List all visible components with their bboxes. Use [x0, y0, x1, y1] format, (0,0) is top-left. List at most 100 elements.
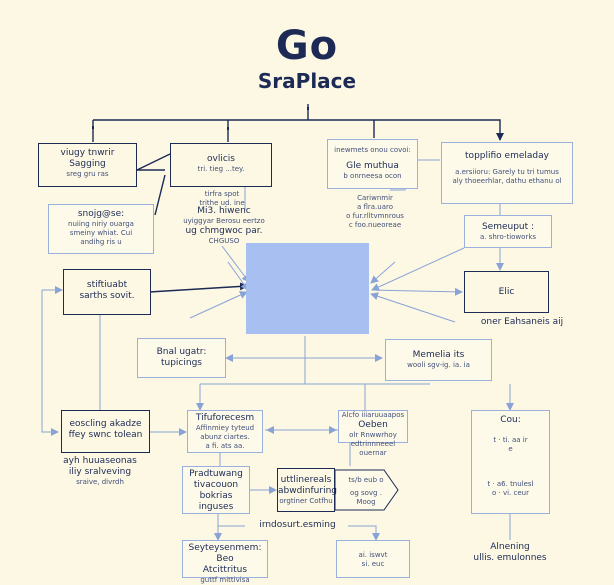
node-text: tivacouon	[193, 480, 239, 490]
node-text: Atcittritus	[202, 565, 248, 575]
node-stiftiuabt[interactable]: stiftiuabt sarths sovit.	[63, 269, 151, 315]
node-tsb-eub: ts/b eub o og sovg . Moog	[340, 476, 392, 507]
node-text: abunz ciartes.	[200, 433, 250, 441]
node-ayh-huuaseonas: ayh huuaseonas iliy sralveving sraive, d…	[40, 456, 160, 487]
node-text: tupicings	[160, 358, 202, 368]
node-text: Alcfo iiiaruuaapos	[341, 411, 405, 419]
node-text: trithe ud. ine	[199, 199, 245, 207]
node-pradtuwang[interactable]: Pradtuwang tivacouon bokrias inguses	[182, 466, 250, 514]
node-oner-eahsaneis: oner Eahsaneis aij	[460, 317, 584, 328]
node-text: sreg gru ras	[66, 170, 109, 178]
node-text: edtrinnneeel ouernar	[350, 440, 396, 457]
node-eoscling[interactable]: eoscling akadze ffey swnc tolean	[61, 410, 150, 453]
node-text: Pradtuwang	[189, 469, 243, 479]
node-text: topplifio emeladay	[465, 151, 549, 161]
node-cariwnmir: Cariwnmir a flra.uaro o fur.rlltvmnrous …	[330, 194, 420, 230]
node-mi3-hiwenc: Mi3. hiwenc uyiggyar Berosu eertzo ug ch…	[168, 206, 280, 246]
node-text: iliy sralveving	[68, 467, 132, 477]
node-text: CHGUSO	[208, 237, 240, 245]
node-text: guttf mittivisa	[200, 576, 250, 584]
node-text: tirfra spot	[204, 190, 240, 198]
node-text: Semeuput :	[481, 222, 535, 232]
node-text: abwdinfuring	[278, 486, 337, 496]
node-alnening: Alnening ullis. emulonnes	[460, 542, 560, 564]
node-text: andihg ris u	[80, 238, 122, 246]
node-text: a.ersiioru: Garely tu tri tumus	[455, 168, 559, 176]
node-text: Memelia its	[412, 350, 465, 360]
node-seyteysenmem[interactable]: Seyteysenmem: Beo Atcittritus guttf mitt…	[182, 540, 268, 584]
node-text: Sagging	[69, 159, 106, 169]
node-sagging[interactable]: viugy tnwrir Sagging sreg gru ras	[38, 143, 137, 187]
node-text: a flra.uaro	[356, 203, 394, 211]
node-text: ayh huuaseonas	[63, 456, 137, 466]
node-text: c foo.nueoreae	[348, 221, 402, 229]
node-text: viugy tnwrir	[60, 148, 115, 158]
node-text: oner Eahsaneis aij	[480, 317, 564, 327]
node-text: irndosurt.esming	[259, 520, 336, 530]
node-tifuforecesm[interactable]: Tifuforecesm Affinmiey tyteud abunz ciar…	[187, 410, 263, 453]
node-text: ullis. emulonnes	[473, 553, 547, 563]
central-node[interactable]	[246, 243, 369, 334]
node-inewmets[interactable]: inewmets onou covoi: Gle muthua b onrnee…	[327, 139, 418, 189]
node-text: Affinmiey tyteud	[195, 424, 255, 432]
node-text: inguses	[198, 502, 234, 512]
node-irndosurt: irndosurt.esming	[245, 520, 350, 531]
node-text: sarths sovit.	[79, 291, 135, 301]
node-uttlinereals[interactable]: uttlinereals abwdinfuring orgtiner Cotfh…	[277, 468, 337, 512]
node-text: eoscling akadze	[69, 419, 142, 429]
node-text: Cariwnmir	[357, 194, 393, 202]
node-text: Seyteysenmem: Beo	[188, 543, 262, 564]
logo-subtitle: SraPlace	[257, 69, 357, 93]
node-text: e	[508, 445, 513, 453]
node-text: olr Rnwwrhoy	[349, 431, 397, 439]
node-snojg[interactable]: snojg@se: nuiing niriy ouarga smeiny whi…	[48, 204, 154, 254]
node-text: tri. tieg ...tey.	[197, 165, 245, 173]
node-text: og sovg .	[350, 489, 382, 497]
node-text: uyiggyar Berosu eertzo	[183, 217, 265, 225]
node-bnal-ugatr[interactable]: Bnal ugatr: tupicings	[137, 338, 226, 378]
node-text: ug chmgwoc par.	[185, 226, 263, 236]
node-text: Alnening	[490, 542, 530, 552]
node-text: Tifuforecesm	[195, 413, 255, 423]
node-text: inewmets onou covoi:	[334, 146, 411, 154]
node-text: ai. iswvt	[358, 551, 388, 559]
node-text: t · a6. tnulesl	[487, 480, 534, 488]
logo-title: Go	[275, 23, 339, 69]
node-ai-iswvt[interactable]: ai. iswvt si. euc	[336, 540, 410, 578]
node-text: aly thoeerhlar, dathu ethanu ol	[452, 177, 562, 185]
node-text: stiftiuabt	[86, 280, 128, 290]
node-text: Moog	[356, 498, 376, 506]
node-text: t · ti. aa ir	[493, 436, 528, 444]
node-text: o · vi. ceur	[492, 489, 529, 497]
node-text: a fi. ats aa.	[205, 442, 245, 450]
node-text: bokrias	[199, 491, 233, 501]
node-semeuput[interactable]: Semeuput : a. shro-tioworks	[464, 215, 552, 248]
node-elic[interactable]: Elic	[464, 271, 549, 313]
node-text: smeiny whiat. Cui	[69, 229, 133, 237]
node-ovlicis[interactable]: ovlicis tri. tieg ...tey.	[170, 143, 272, 187]
node-text: Bnal ugatr:	[156, 347, 207, 357]
node-cou[interactable]: Cou: t · ti. aa ir e t · a6. tnulesl o ·…	[471, 410, 550, 514]
node-text: wooli sgv-ig. ia. ia	[407, 361, 470, 369]
node-tirfra: tirfra spot trithe ud. ine	[172, 190, 272, 208]
node-text: o fur.rlltvmnrous	[346, 212, 404, 220]
node-text: si. euc	[361, 560, 385, 568]
node-text: Oeben	[358, 420, 388, 430]
node-text: Gle muthua	[346, 161, 399, 171]
node-alcfo[interactable]: Alcfo iiiaruuaapos Oeben olr Rnwwrhoy ed…	[338, 410, 408, 457]
node-text: nuiing niriy ouarga	[68, 220, 134, 228]
node-text: Mi3. hiwenc	[197, 206, 251, 216]
node-text: Elic	[498, 287, 515, 297]
node-topplifio[interactable]: topplifio emeladay a.ersiioru: Garely tu…	[441, 142, 573, 204]
brand-logo: Go SraPlace	[0, 22, 614, 92]
node-text: snojg@se:	[77, 209, 125, 219]
node-text: sraive, divrdh	[76, 478, 124, 486]
node-text: ts/b eub o	[348, 476, 384, 484]
node-text: uttlinereals	[280, 475, 332, 485]
node-text: ffey swnc tolean	[68, 430, 143, 440]
node-text: ovlicis	[207, 154, 235, 164]
node-text: b onrneesa ocon	[343, 172, 402, 180]
node-text: orgtiner Cotfhu	[279, 497, 333, 505]
node-memelia[interactable]: Memelia its wooli sgv-ig. ia. ia	[385, 339, 492, 381]
